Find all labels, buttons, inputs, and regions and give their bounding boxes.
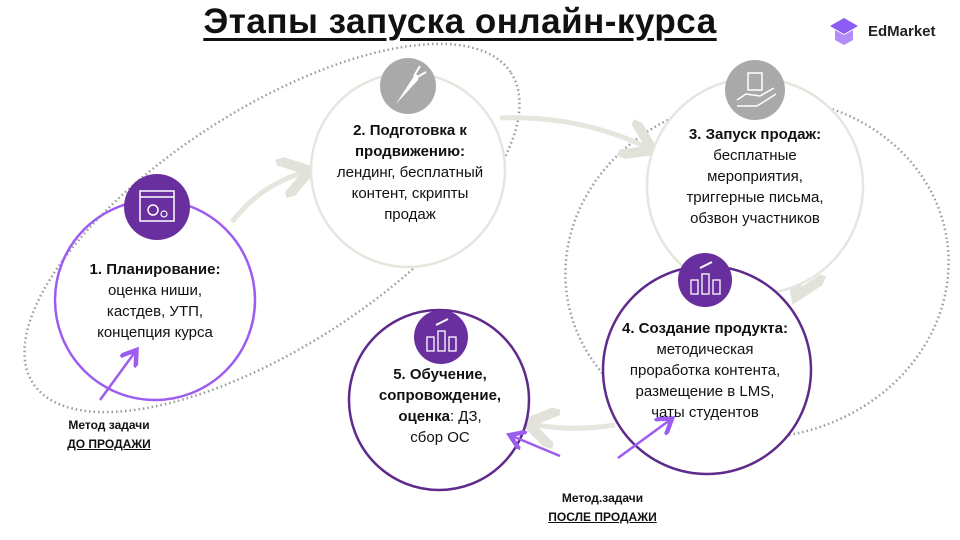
label-line-emphasis: ПОСЛЕ ПРОДАЖИ <box>548 510 657 524</box>
stage-detail: контент, скрипты <box>351 185 469 202</box>
stage-detail: мероприятия, <box>707 168 803 185</box>
stage-2-text: 2. Подготовка к продвижению: лендинг, бе… <box>315 120 505 225</box>
stage-heading: сопровождение, <box>378 387 502 404</box>
stage-heading: 2. Подготовка к продвижению: <box>353 122 467 160</box>
raised-hands-icon <box>678 253 732 307</box>
label-line: Метод.задачи <box>561 491 644 505</box>
stage-heading: 3. Запуск продаж: <box>688 126 822 143</box>
stage-5-text: 5. Обучение, сопровождение, оценка: ДЗ, … <box>350 364 530 448</box>
arrow-1-to-2 <box>230 172 305 224</box>
hand-bag-icon <box>725 60 785 120</box>
pointer-arrow-stage-5 <box>512 436 561 458</box>
stage-detail: сбор ОС <box>410 429 470 446</box>
stage-1-text: 1. Планирование: оценка ниши, кастдев, У… <box>65 259 245 343</box>
label-before-sale: Метод задачи ДО ПРОДАЖИ <box>50 416 168 454</box>
stage-4-text: 4. Создание продукта: методическая прора… <box>605 318 805 423</box>
label-line-emphasis: ДО ПРОДАЖИ <box>67 437 151 451</box>
stage-heading: оценка <box>398 408 450 425</box>
stage-heading: 1. Планирование: <box>89 261 221 278</box>
stage-detail: кастдев, УТП, <box>106 303 204 320</box>
stage-detail: оценка ниши, <box>107 282 203 299</box>
page-title: Этапы запуска онлайн-курса <box>203 2 717 41</box>
label-after-sale: Метод.задачи ПОСЛЕ ПРОДАЖИ <box>530 489 675 527</box>
label-line: Метод задачи <box>68 418 150 432</box>
stage-detail: триггерные письма, <box>686 189 824 206</box>
stage-detail: чаты студентов <box>651 404 759 421</box>
arrow-4-to-5 <box>532 424 616 428</box>
raised-hands-icon <box>414 310 468 364</box>
stage-detail: лендинг, бесплатный <box>336 164 484 181</box>
stage-detail: : ДЗ, <box>449 408 482 425</box>
stage-detail: обзвон участников <box>690 210 820 227</box>
settings-window-icon <box>124 174 190 240</box>
arrow-2-to-3 <box>499 115 648 148</box>
stage-detail: размещение в LMS, <box>635 383 775 400</box>
stage-detail: бесплатные <box>713 147 797 164</box>
carrot-icon <box>380 58 436 114</box>
stage-detail: продаж <box>384 206 436 223</box>
logo: EdMarket <box>828 16 936 46</box>
stage-heading: 4. Создание продукта: <box>621 320 788 337</box>
group-before-sale <box>23 42 521 414</box>
stage-heading: 5. Обучение, <box>393 366 487 383</box>
graduation-cap-icon <box>830 18 858 45</box>
stage-3-text: 3. Запуск продаж: бесплатные мероприятия… <box>655 124 855 229</box>
stage-5-circle <box>347 308 531 492</box>
logo-text: EdMarket <box>868 22 936 40</box>
stage-detail: методическая <box>656 341 754 358</box>
pointer-arrow-before <box>98 352 135 401</box>
stage-detail: концепция курса <box>97 324 213 341</box>
pointer-arrow-stage-4 <box>617 420 670 460</box>
stage-detail: проработка контента, <box>629 362 781 379</box>
